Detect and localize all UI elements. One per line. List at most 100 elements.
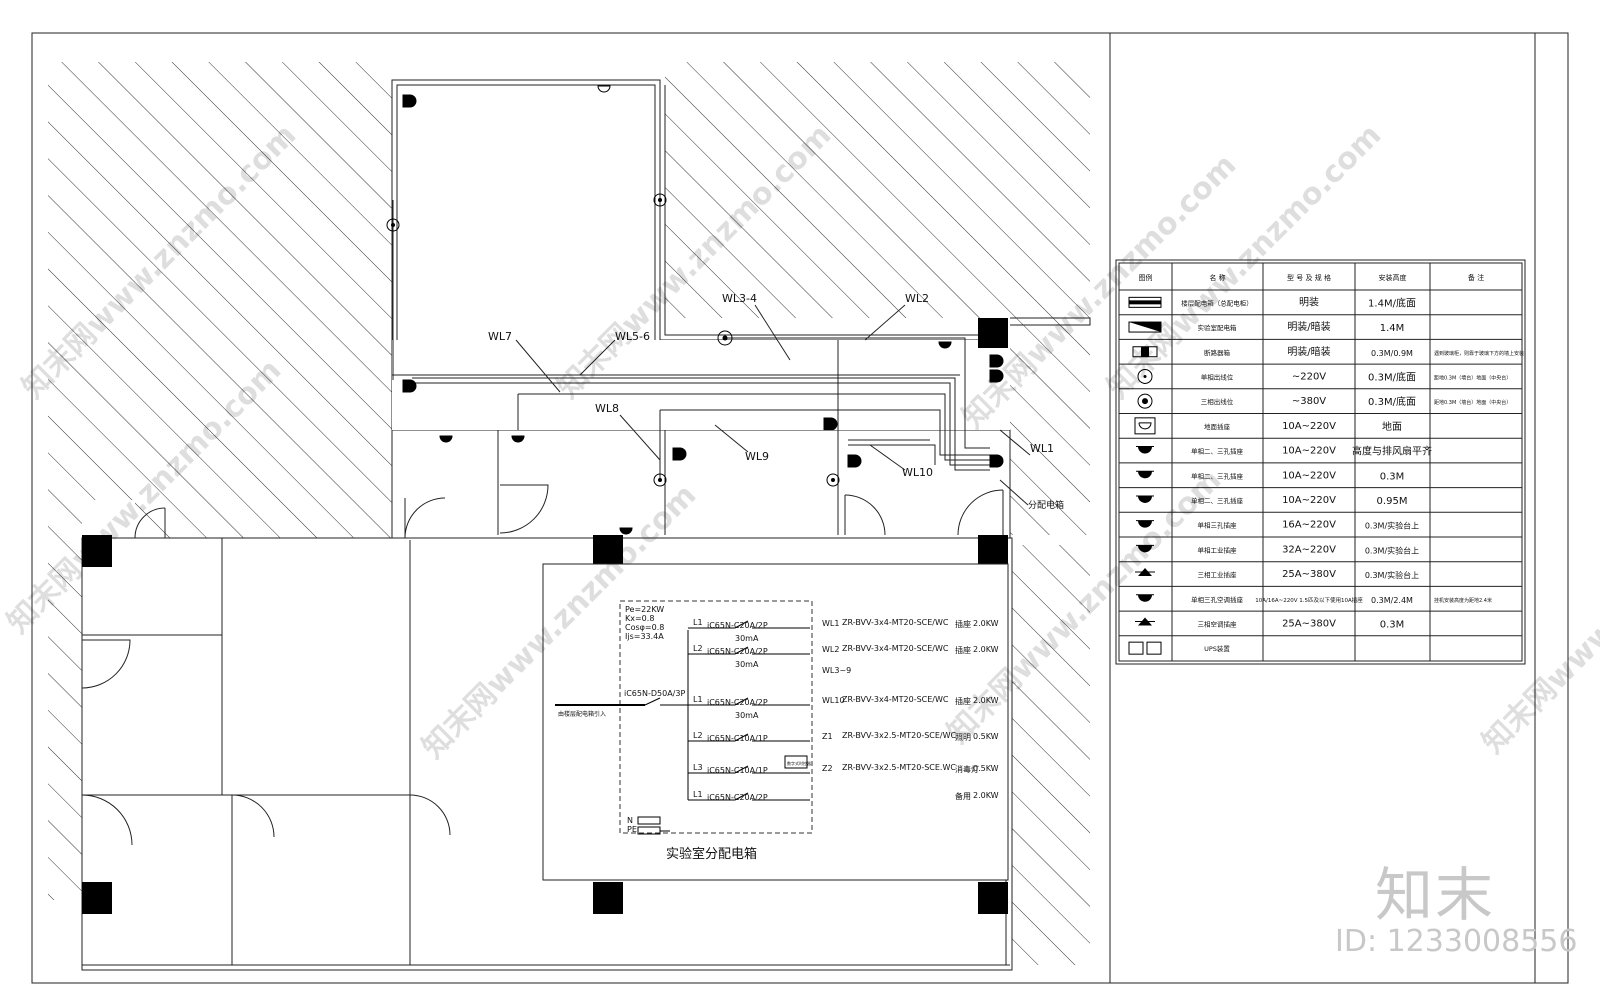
legend-name: UPS装置 <box>1204 644 1230 653</box>
outlet-points <box>386 193 840 487</box>
param-pe: Pe=22KW <box>625 605 664 614</box>
legend-spec: 10A~220V <box>1282 421 1336 432</box>
ac-1ph-icon <box>1136 594 1154 602</box>
ind-1ph-icon <box>1136 544 1154 553</box>
circuit-label: WL9 <box>745 450 769 463</box>
legend-note: 遇到玻璃柜，则靠于玻璃下方的墙上安装 <box>1434 350 1524 357</box>
hatched-areas <box>48 62 1090 965</box>
legend-spec: ~380V <box>1292 396 1326 407</box>
legend-name: 实验室配电箱 <box>1198 323 1238 332</box>
legend-header: 图例 <box>1139 273 1153 282</box>
incoming-note: 由楼层配电箱引入 <box>558 710 606 718</box>
schematic-power: 2.0KW <box>973 619 999 628</box>
schematic-breaker: iC65N-C20A/2P <box>707 621 768 630</box>
sockets <box>402 85 1004 535</box>
legend-header: 安装高度 <box>1379 273 1407 282</box>
legend-height: 0.3M/底面 <box>1368 395 1416 408</box>
schematic-id: WL2 <box>822 645 839 654</box>
legend-spec: 明装/暗装 <box>1287 320 1330 333</box>
ac-3ph-icon <box>1135 617 1155 626</box>
param-cos: Cosφ=0.8 <box>625 623 664 632</box>
schematic-rcd: 30mA <box>735 660 759 669</box>
legend-header: 型 号 及 规 格 <box>1287 273 1331 282</box>
circuit-label: WL5-6 <box>615 330 650 343</box>
timer-label: 数字式时控器 <box>787 760 811 766</box>
schematic-id: WL3~9 <box>822 666 851 675</box>
legend-height: 高度与排风扇平齐 <box>1352 445 1432 458</box>
drawing-frame <box>31 32 1569 984</box>
legend-height: 0.3M/底面 <box>1368 370 1416 383</box>
legend-spec: 25A~380V <box>1282 569 1336 580</box>
legend-height: 地面 <box>1382 420 1402 433</box>
schematic-cable: ZR-BVV-3x4-MT20-SCE/WC <box>842 644 949 653</box>
legend-name: 单相三孔空调插座 <box>1191 595 1244 604</box>
legend-name: 三相空调插座 <box>1198 619 1238 628</box>
legend-height: 0.95M <box>1377 496 1408 507</box>
schematic-power: 0.5KW <box>973 764 999 773</box>
schematic-use: 插座 <box>955 619 971 629</box>
schematic-phase: L1 <box>693 790 703 799</box>
legend-spec: 25A~380V <box>1282 618 1336 629</box>
schematic-rcd: 30mA <box>735 711 759 720</box>
outlet-1ph-icon <box>1137 368 1153 384</box>
circuit-label: WL3-4 <box>722 292 757 305</box>
ups-icon <box>1128 641 1162 655</box>
legend-name: 单相出线位 <box>1201 372 1234 381</box>
legend-height: 1.4M <box>1380 323 1405 334</box>
legend-spec: 16A~220V <box>1282 520 1336 531</box>
main-breaker: iC65N-D50A/3P <box>624 689 685 698</box>
legend-name: 三相工业插座 <box>1198 570 1238 579</box>
circuit-label: WL1 <box>1030 442 1054 455</box>
panel-lab-icon <box>1128 321 1162 333</box>
legend-height: 0.3M <box>1380 471 1405 482</box>
schematic-power: 2.0KW <box>973 696 999 705</box>
circuit-label: WL10 <box>902 466 933 479</box>
legend-name: 地面插座 <box>1204 422 1231 431</box>
schematic-phase: L2 <box>693 731 703 740</box>
legend-spec: ~220V <box>1292 371 1326 382</box>
legend-name: 单相三孔插座 <box>1198 521 1238 530</box>
schematic-phase: L1 <box>693 618 703 627</box>
pe-label: PE <box>627 825 637 834</box>
schematic-cable: ZR-BVV-3x4-MT20-SCE/WC <box>842 618 949 627</box>
schematic-use: 照明 <box>955 733 971 742</box>
schematic-phase: L2 <box>693 644 703 653</box>
schematic-power: 2.0KW <box>973 645 999 654</box>
param-kx: Kx=0.8 <box>625 614 654 623</box>
schematic-id: WL10 <box>822 696 845 705</box>
legend-name: 单相工业插座 <box>1198 545 1238 554</box>
schematic-cable: ZR-BVV-3x2.5-MT20-SCE/WC <box>842 731 957 740</box>
legend-spec: 10A~220V <box>1282 446 1336 457</box>
schematic-id: Z2 <box>822 764 833 773</box>
legend-name: 单相二、三孔插座 <box>1191 447 1244 456</box>
schematic-use: 插座 <box>955 696 971 706</box>
schematic-use: 消毒灯 <box>955 764 979 774</box>
schematic-phase: L3 <box>693 763 703 772</box>
socket-12p-icon <box>1136 520 1154 528</box>
legend-note: 挂机安装高度为距地2.4米 <box>1434 597 1492 604</box>
breaker-icon <box>1132 346 1158 358</box>
legend-height: 0.3M/实验台上 <box>1365 570 1419 580</box>
socket-ff-icon <box>1136 446 1154 454</box>
schematic-phase: L1 <box>693 695 703 704</box>
n-label: N <box>627 816 633 825</box>
legend-note: 距地0.3M（墙台）地面（中央台） <box>1434 399 1511 406</box>
brand-logo: 知末 <box>1375 861 1496 929</box>
circuit-label: WL2 <box>905 292 929 305</box>
circuit-labels: WL7 WL5-6 WL3-4 WL2 WL8 WL9 WL10 WL1 分配电… <box>488 292 1064 511</box>
legend-spec: 10A~220V <box>1282 495 1336 506</box>
columns <box>82 318 1008 914</box>
schematic-power: 0.5KW <box>973 732 999 741</box>
schematic-breaker: iC65N-C20A/2P <box>707 793 768 802</box>
schematic-breaker: iC65N-C10A/1P <box>707 766 768 775</box>
legend-spec: 明装/暗装 <box>1287 345 1330 358</box>
schematic-breaker: iC65N-C10A/1P <box>707 734 768 743</box>
schematic-use: 备用 <box>955 791 971 801</box>
distribution-label: 分配电箱 <box>1028 499 1064 511</box>
panel-floor-icon <box>1128 296 1162 308</box>
